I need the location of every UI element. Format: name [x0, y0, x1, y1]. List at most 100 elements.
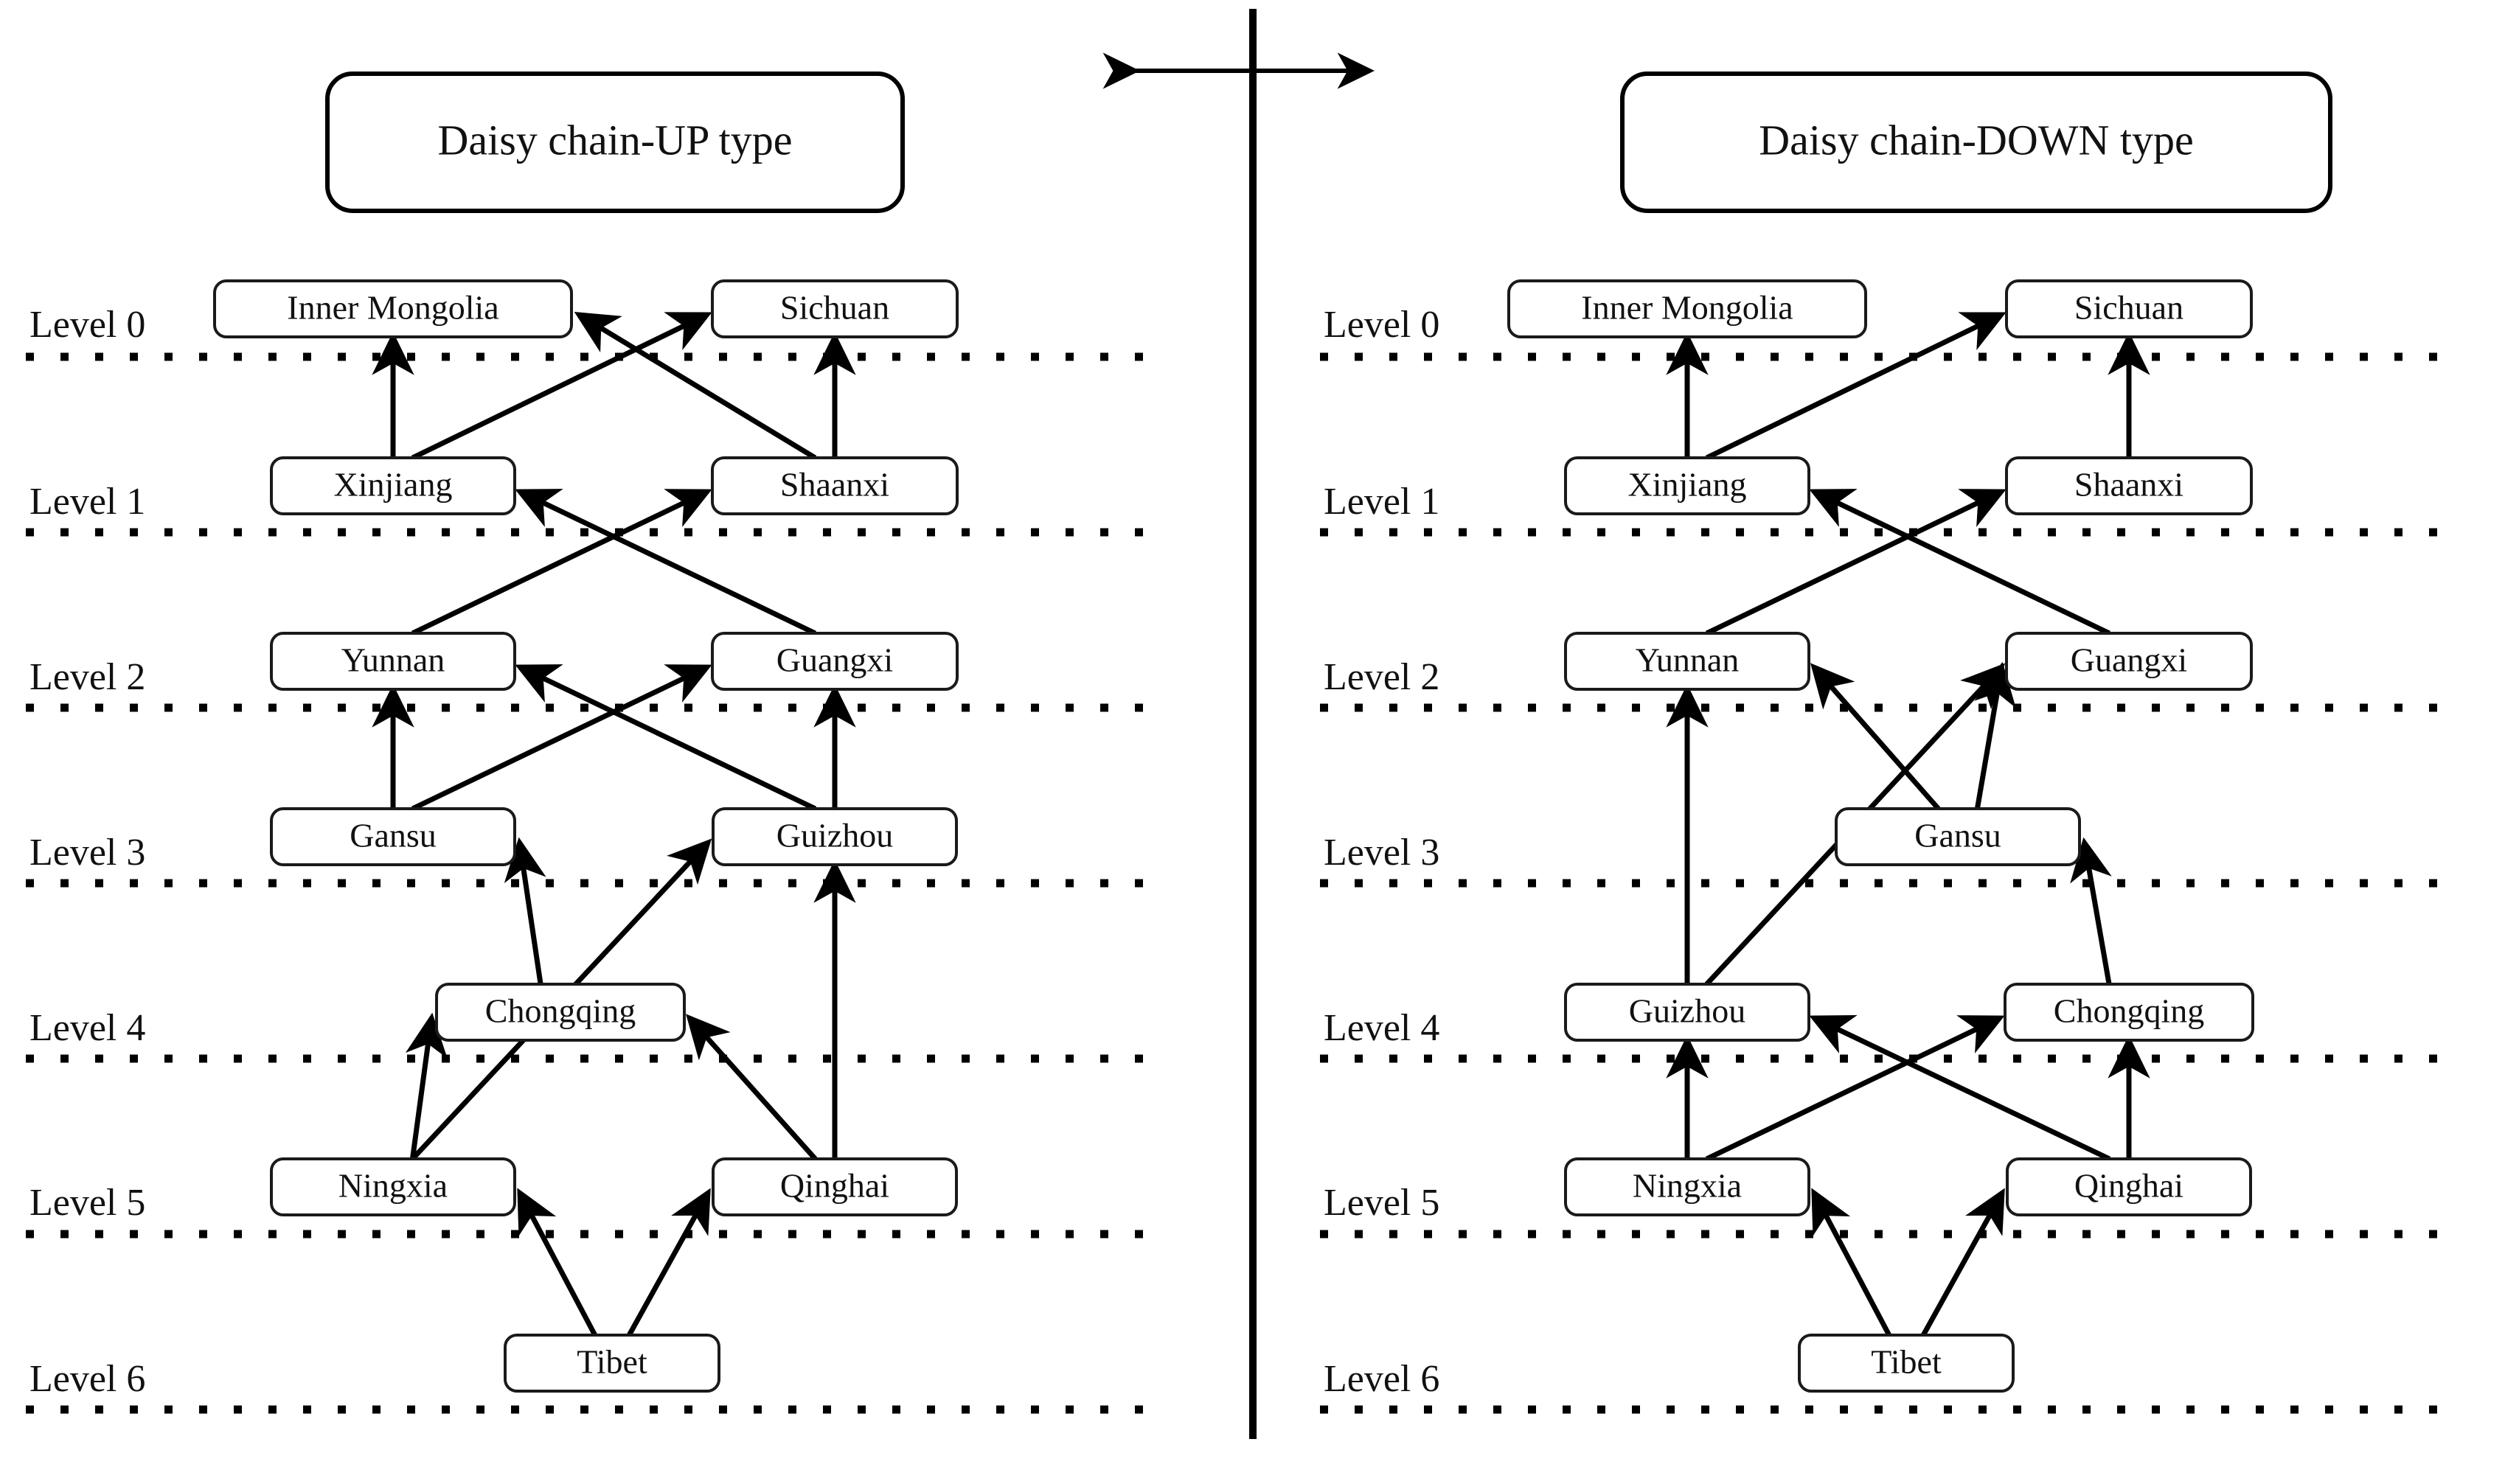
- level-label-1: Level 1: [1324, 481, 1439, 523]
- node-label: Chongqing: [485, 992, 636, 1030]
- node-label: Gansu: [1914, 817, 2001, 854]
- edge-left-tibet-to-qinghai: [627, 1188, 711, 1337]
- panel-right-title: Daisy chain-DOWN type: [1620, 72, 2332, 213]
- edge-right-yunnan-to-shaanxi: [1705, 489, 2007, 636]
- node-box[interactable]: [1564, 1157, 1810, 1216]
- node-box[interactable]: [1798, 1334, 2015, 1393]
- node-box[interactable]: [712, 807, 958, 866]
- edge-right-ningxia-to-chongqing: [1705, 1015, 2005, 1162]
- node-box[interactable]: [270, 1157, 516, 1216]
- node-box[interactable]: [504, 1334, 720, 1393]
- node-label: Guangxi: [2071, 641, 2187, 679]
- level-label-6: Level 6: [1324, 1358, 1439, 1400]
- node-left-qinghai[interactable]: Qinghai: [712, 1157, 958, 1216]
- node-box[interactable]: [270, 456, 516, 515]
- node-left-chongqing[interactable]: Chongqing: [435, 983, 686, 1042]
- node-right-inner_mongolia[interactable]: Inner Mongolia: [1507, 279, 1867, 338]
- node-label: Guizhou: [776, 817, 893, 854]
- title-box-left: [325, 72, 905, 213]
- edge-right-gansu-to-yunnan: [1810, 663, 1941, 811]
- node-left-xinjiang[interactable]: Xinjiang: [270, 456, 516, 515]
- node-label: Inner Mongolia: [1581, 289, 1793, 327]
- node-left-guizhou[interactable]: Guizhou: [712, 807, 958, 866]
- node-right-qinghai[interactable]: Qinghai: [2006, 1157, 2252, 1216]
- edge-right-qinghai-to-guizhou: [1809, 1015, 2111, 1162]
- edge-right-tibet-to-ningxia: [1811, 1188, 1891, 1337]
- node-label: Xinjiang: [334, 466, 453, 504]
- node-label: Shaanxi: [780, 466, 889, 504]
- node-box[interactable]: [711, 456, 959, 515]
- edge-left-tibet-to-ningxia: [517, 1188, 597, 1337]
- node-box[interactable]: [2006, 1157, 2252, 1216]
- edge-left-yunnan-to-shaanxi: [411, 489, 712, 636]
- node-right-guangxi[interactable]: Guangxi: [2005, 632, 2253, 691]
- node-left-yunnan[interactable]: Yunnan: [270, 632, 516, 691]
- node-label: Xinjiang: [1628, 466, 1747, 504]
- node-right-chongqing[interactable]: Chongqing: [2004, 983, 2254, 1042]
- node-left-gansu[interactable]: Gansu: [270, 807, 516, 866]
- edge-left-ningxia-to-chongqing: [405, 1012, 448, 1160]
- node-label: Qinghai: [780, 1167, 889, 1205]
- node-box[interactable]: [712, 1157, 958, 1216]
- node-label: Inner Mongolia: [287, 289, 498, 327]
- node-right-gansu[interactable]: Gansu: [1835, 807, 2081, 866]
- level-label-4: Level 4: [1324, 1007, 1439, 1049]
- node-right-ningxia[interactable]: Ningxia: [1564, 1157, 1810, 1216]
- node-label: Sichuan: [780, 289, 889, 327]
- node-box[interactable]: [2005, 456, 2253, 515]
- node-box[interactable]: [1507, 279, 1867, 338]
- level-label-2: Level 2: [1324, 656, 1439, 698]
- node-box[interactable]: [1564, 632, 1810, 691]
- node-right-yunnan[interactable]: Yunnan: [1564, 632, 1810, 691]
- node-label: Yunnan: [341, 641, 445, 679]
- node-box[interactable]: [711, 632, 959, 691]
- edge-right-chongqing-to-gansu: [2070, 837, 2112, 985]
- edge-right-guangxi-to-xinjiang: [1809, 489, 2110, 636]
- node-left-shaanxi[interactable]: Shaanxi: [711, 456, 959, 515]
- node-right-tibet[interactable]: Tibet: [1798, 1334, 2015, 1393]
- title-text-left: Daisy chain-UP type: [437, 116, 792, 164]
- node-box[interactable]: [270, 807, 516, 866]
- node-label: Gansu: [350, 817, 437, 854]
- level-label-1: Level 1: [29, 481, 145, 523]
- level-label-0: Level 0: [1324, 304, 1439, 346]
- node-label: Qinghai: [2074, 1167, 2183, 1205]
- node-right-xinjiang[interactable]: Xinjiang: [1564, 456, 1810, 515]
- node-box[interactable]: [2005, 632, 2253, 691]
- edge-left-qinghai-to-chongqing: [686, 1014, 818, 1161]
- node-left-ningxia[interactable]: Ningxia: [270, 1157, 516, 1216]
- node-box[interactable]: [270, 632, 516, 691]
- edge-right-xinjiang-to-sichuan: [1705, 312, 2007, 461]
- node-left-sichuan[interactable]: Sichuan: [711, 279, 959, 338]
- title-text-right: Daisy chain-DOWN type: [1759, 116, 2194, 164]
- node-box[interactable]: [1564, 456, 1810, 515]
- node-box[interactable]: [1564, 983, 1810, 1042]
- edge-left-xinjiang-to-sichuan: [411, 312, 712, 461]
- node-left-guangxi[interactable]: Guangxi: [711, 632, 959, 691]
- node-box[interactable]: [1835, 807, 2081, 866]
- level-label-0: Level 0: [29, 304, 145, 346]
- node-box[interactable]: [711, 279, 959, 338]
- edge-left-shaanxi-to-inner_mongolia: [574, 311, 817, 460]
- level-label-3: Level 3: [29, 832, 145, 874]
- level-separator-lines: [26, 352, 2445, 1414]
- node-left-inner_mongolia[interactable]: Inner Mongolia: [213, 279, 573, 338]
- node-right-sichuan[interactable]: Sichuan: [2005, 279, 2253, 338]
- node-label: Tibet: [1871, 1343, 1942, 1381]
- node-label: Guangxi: [776, 641, 893, 679]
- edge-left-guangxi-to-xinjiang: [515, 489, 816, 636]
- node-box[interactable]: [2005, 279, 2253, 338]
- node-box[interactable]: [2004, 983, 2254, 1042]
- node-label: Sichuan: [2074, 289, 2183, 327]
- node-label: Guizhou: [1629, 992, 1745, 1030]
- edge-left-gansu-to-guangxi: [411, 664, 712, 812]
- node-box[interactable]: [213, 279, 573, 338]
- node-box[interactable]: [435, 983, 686, 1042]
- node-label: Chongqing: [2054, 992, 2204, 1030]
- title-box-right: [1620, 72, 2332, 213]
- node-left-tibet[interactable]: Tibet: [504, 1334, 720, 1393]
- node-right-shaanxi[interactable]: Shaanxi: [2005, 456, 2253, 515]
- level-label-6: Level 6: [29, 1358, 145, 1400]
- node-label: Shaanxi: [2074, 466, 2183, 504]
- node-right-guizhou[interactable]: Guizhou: [1564, 983, 1810, 1042]
